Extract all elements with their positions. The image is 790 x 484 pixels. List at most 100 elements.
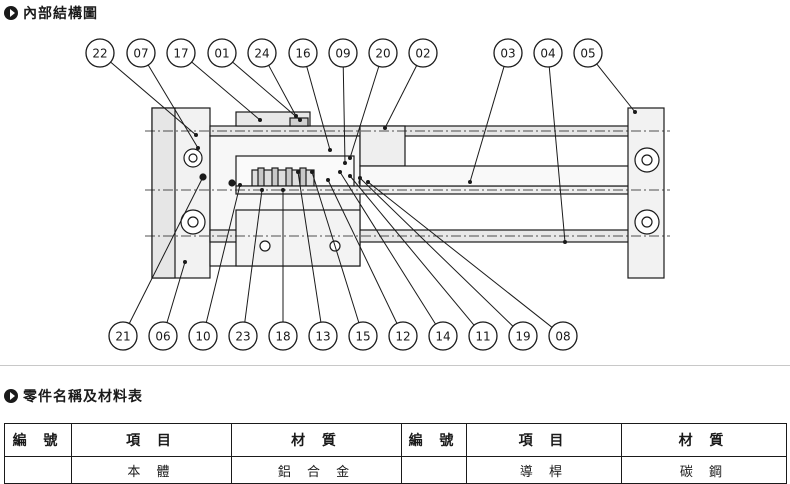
leader-line-02 — [384, 65, 418, 129]
leader-line-16 — [306, 66, 331, 151]
leader-line-09 — [342, 66, 346, 164]
callout-label-08: 08 — [555, 330, 570, 344]
callout-label-10: 10 — [195, 330, 210, 344]
right-bolt-upper-inner — [641, 154, 653, 166]
left-port-upper — [183, 148, 203, 168]
left-bolt-hole-inner — [187, 216, 199, 228]
callout-label-14: 14 — [435, 330, 450, 344]
leader-dot-12 — [326, 178, 330, 182]
leader-dot-23 — [260, 188, 264, 192]
callout-label-11: 11 — [475, 330, 490, 344]
callout-label-01: 01 — [214, 47, 229, 61]
top-screw — [289, 117, 309, 127]
callout-circle-10 — [188, 321, 218, 351]
callout-label-16: 16 — [295, 47, 310, 61]
leader-line-11 — [349, 175, 475, 326]
callout-label-13: 13 — [315, 330, 330, 344]
header-material-2: 材 質 — [621, 423, 787, 457]
cylinder-drawing — [145, 107, 670, 279]
callout-circle-15 — [348, 321, 378, 351]
callout-label-04: 04 — [540, 47, 555, 61]
callout-label-06: 06 — [155, 330, 170, 344]
leader-line-17 — [191, 61, 261, 121]
callout-label-05: 05 — [580, 47, 595, 61]
leader-dot-07 — [196, 146, 200, 150]
center-lines — [145, 130, 670, 237]
callout-circle-14 — [428, 321, 458, 351]
leader-dot-19 — [358, 176, 362, 180]
leader-line-06 — [166, 261, 186, 323]
left-bolt-hole — [180, 209, 206, 235]
table-row: 本 體 鋁 合 金 導 桿 碳 鋼 — [4, 456, 787, 484]
leader-dot-21 — [201, 175, 205, 179]
left-plate-flange — [151, 107, 176, 279]
leader-line-24 — [268, 65, 297, 117]
rod-cover — [359, 125, 406, 167]
play-bullet-icon — [4, 389, 18, 403]
callout-label-23: 23 — [235, 330, 250, 344]
leader-line-20 — [349, 66, 380, 159]
leader-dot-20 — [348, 156, 352, 160]
callout-circle-03 — [493, 38, 523, 68]
parts-heading: 零件名稱及材料表 — [4, 386, 143, 406]
section-divider — [0, 365, 790, 366]
callout-circle-17 — [166, 38, 196, 68]
leader-line-13 — [297, 171, 322, 323]
leader-dot-09 — [343, 161, 347, 165]
leader-line-01 — [232, 61, 301, 121]
leader-dot-08 — [366, 180, 370, 184]
leader-dot-18 — [281, 188, 285, 192]
callout-label-17: 17 — [173, 47, 188, 61]
callout-circle-24 — [247, 38, 277, 68]
callout-circle-07 — [126, 38, 156, 68]
leader-dot-06 — [183, 260, 187, 264]
callout-label-03: 03 — [500, 47, 515, 61]
callout-circle-11 — [468, 321, 498, 351]
callout-circle-23 — [228, 321, 258, 351]
callout-circle-12 — [388, 321, 418, 351]
cell-number-1 — [4, 456, 72, 484]
callout-label-22: 22 — [92, 47, 107, 61]
callout-label-12: 12 — [395, 330, 410, 344]
structure-heading: 內部結構圖 — [4, 3, 98, 23]
cell-material-1: 鋁 合 金 — [231, 456, 402, 484]
table-header-row: 編 號 項 目 材 質 編 號 項 目 材 質 — [4, 423, 787, 457]
leader-dot-01 — [298, 118, 302, 122]
right-bolt-upper — [634, 147, 660, 173]
header-number-2: 編 號 — [401, 423, 467, 457]
leader-dot-14 — [338, 170, 342, 174]
leader-line-14 — [339, 171, 436, 325]
header-item-2: 項 目 — [466, 423, 622, 457]
header-item-1: 項 目 — [71, 423, 232, 457]
leader-dot-17 — [258, 118, 262, 122]
callout-label-18: 18 — [275, 330, 290, 344]
leader-line-10 — [205, 184, 241, 323]
leader-dot-15 — [310, 170, 314, 174]
callout-circle-06 — [148, 321, 178, 351]
parts-material-table: 編 號 項 目 材 質 編 號 項 目 材 質 本 體 鋁 合 金 導 桿 碳 … — [4, 423, 787, 484]
leader-dot-03 — [468, 180, 472, 184]
right-bolt-lower — [634, 209, 660, 235]
parts-heading-title: 零件名稱及材料表 — [23, 389, 143, 405]
header-material-1: 材 質 — [231, 423, 402, 457]
leader-line-04 — [548, 66, 566, 243]
leader-line-15 — [311, 171, 360, 323]
cylinder-tube — [359, 165, 631, 187]
right-bolt-lower-inner — [641, 216, 653, 228]
structure-heading-title: 內部結構圖 — [23, 6, 98, 22]
leader-line-08 — [367, 181, 553, 328]
callout-label-20: 20 — [375, 47, 390, 61]
left-port-upper-inner — [188, 153, 198, 163]
callout-label-07: 07 — [133, 47, 148, 61]
leader-dot-11 — [348, 174, 352, 178]
callout-label-02: 02 — [415, 47, 430, 61]
lower-bolt-a — [259, 240, 271, 252]
callout-circle-22 — [85, 38, 115, 68]
callout-label-15: 15 — [355, 330, 370, 344]
callout-circle-09 — [328, 38, 358, 68]
cell-item-1: 本 體 — [71, 456, 232, 484]
leader-line-21 — [128, 176, 204, 324]
callout-circle-08 — [548, 321, 578, 351]
